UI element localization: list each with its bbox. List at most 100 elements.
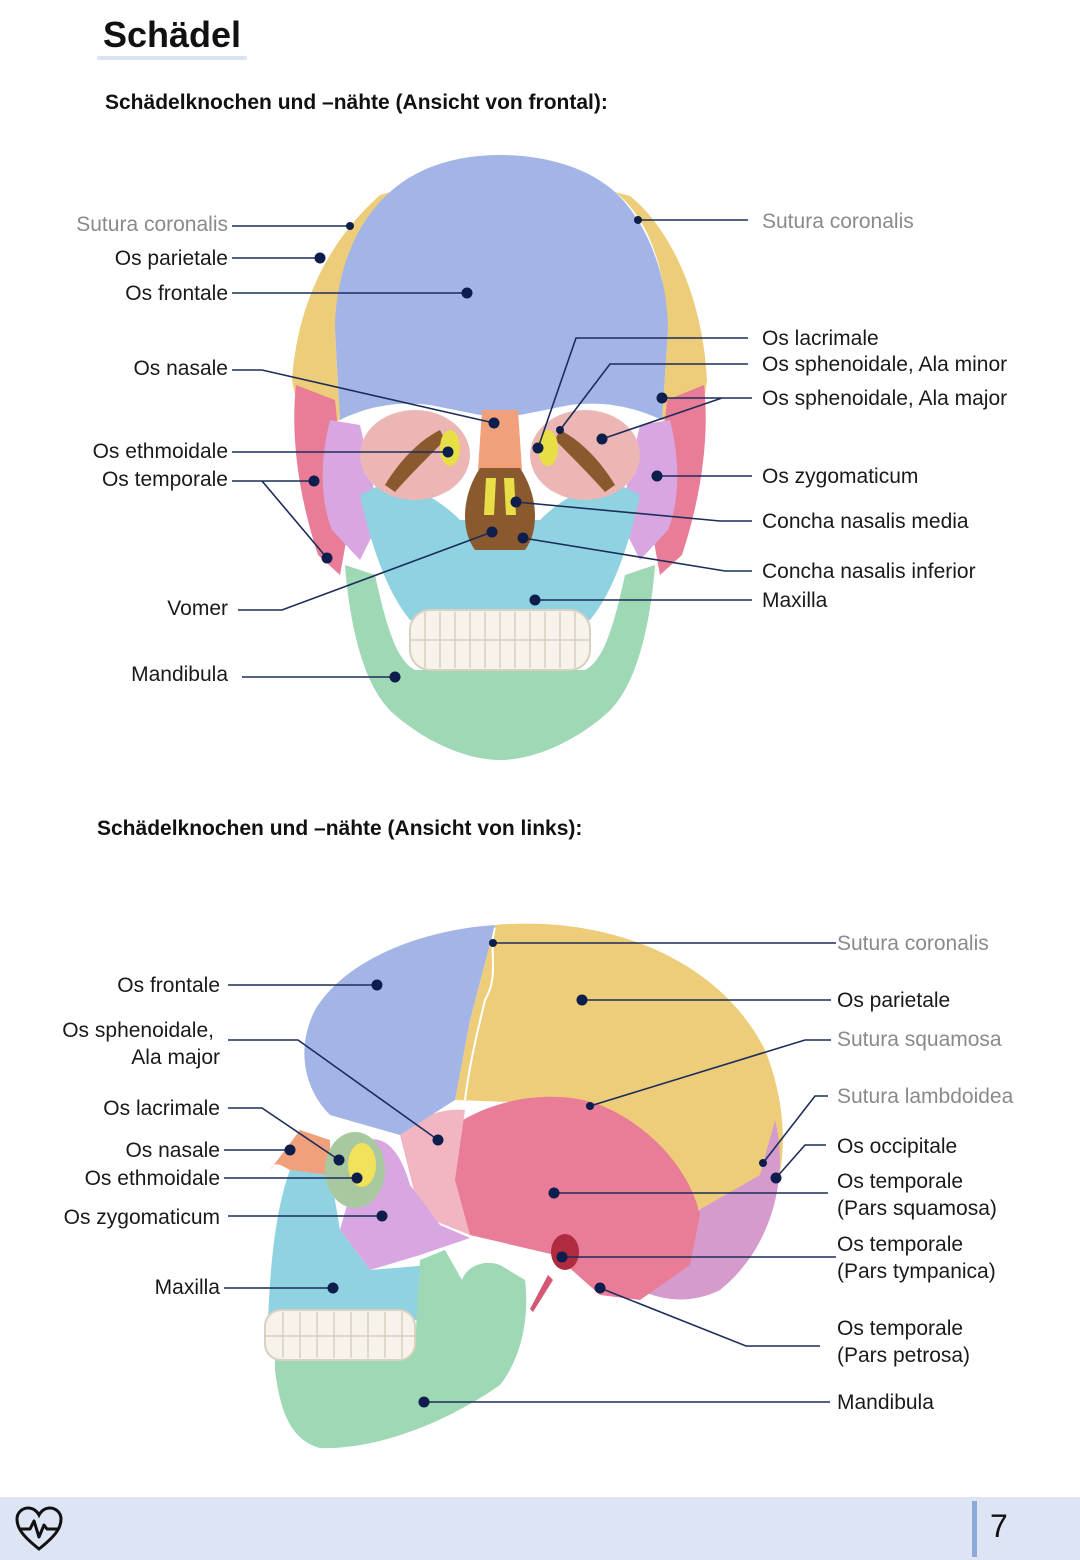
frontal-dot-os-parietale	[314, 252, 326, 264]
frontal-label-concha-inferior: Concha nasalis inferior	[762, 560, 976, 583]
frontal-label-os-zygomaticum: Os zygomaticum	[762, 465, 918, 488]
lateral-dot-pars-tympanica	[556, 1251, 568, 1263]
lateral-dot-sutura-coronalis	[489, 939, 497, 947]
frontal-dot-concha-media	[510, 496, 522, 508]
lateral-labels: Os frontale Os sphenoidale, Ala major Os…	[62, 932, 1013, 1414]
lateral-label-pars-petrosa: (Pars petrosa)	[837, 1344, 970, 1367]
frontal-label-os-parietale: Os parietale	[115, 247, 228, 270]
title-underline	[97, 56, 247, 60]
frontal-label-concha-media: Concha nasalis media	[762, 510, 969, 533]
frontal-dot-concha-inferior	[517, 532, 529, 544]
frontal-label-os-ethmoidale: Os ethmoidale	[93, 440, 228, 463]
lateral-label-os-nasale: Os nasale	[125, 1139, 220, 1162]
lateral-label-os-occipitale: Os occipitale	[837, 1135, 957, 1158]
frontal-dot-os-lacrimale	[532, 442, 544, 454]
lateral-dot-os-occipitale	[770, 1172, 782, 1184]
heart-pulse-icon	[15, 1506, 63, 1551]
lateral-view-heading: Schädelknochen und –nähte (Ansicht von l…	[97, 817, 583, 840]
lateral-dot-os-parietale	[576, 994, 588, 1006]
lateral-leader-lines	[224, 942, 836, 1403]
lateral-dot-sutura-lambdoidea	[759, 1159, 767, 1167]
frontal-sphenoid-fissure-left	[385, 430, 445, 492]
lateral-label-pars-squamosa: (Pars squamosa)	[837, 1197, 997, 1220]
frontal-lacrimal-right	[538, 430, 558, 466]
lateral-leader-dots	[284, 939, 782, 1408]
lateral-maxilla	[268, 1170, 430, 1320]
frontal-line-vomer	[238, 531, 493, 611]
lateral-label-maxilla: Maxilla	[155, 1276, 221, 1299]
frontal-label-sutura-coronalis-left: Sutura coronalis	[76, 213, 228, 236]
frontal-dot-sutura-coronalis-right	[634, 216, 642, 224]
lateral-label-os-sphenoidale: Os sphenoidale,	[62, 1019, 214, 1042]
frontal-dot-os-ethmoidale	[442, 446, 454, 458]
frontal-dot-os-zygomaticum	[651, 470, 663, 482]
lateral-label-pars-tympanica: (Pars tympanica)	[837, 1260, 996, 1283]
lateral-frontal-bone	[304, 925, 495, 1135]
frontal-label-maxilla: Maxilla	[762, 589, 828, 612]
frontal-label-sutura-coronalis-right: Sutura coronalis	[762, 210, 914, 233]
page-footer	[0, 1497, 1080, 1560]
lateral-teeth	[264, 1309, 416, 1361]
lateral-label-sutura-lambdoidea: Sutura lambdoidea	[837, 1085, 1014, 1108]
lateral-temporal-bone	[445, 1096, 700, 1300]
page-title: Schädel	[103, 14, 242, 55]
lateral-label-os-zygomaticum: Os zygomaticum	[64, 1206, 220, 1229]
lateral-line-os-occipitale	[775, 1144, 826, 1179]
frontal-skull-illustration	[292, 155, 707, 760]
frontal-line-concha-inferior	[522, 537, 752, 572]
frontal-label-ala-major: Os sphenoidale, Ala major	[762, 387, 1007, 410]
lateral-parietal-bone	[455, 923, 783, 1210]
frontal-label-os-nasale: Os nasale	[133, 357, 228, 380]
frontal-sphenoid-fissure-right	[555, 430, 615, 492]
frontal-label-os-lacrimale: Os lacrimale	[762, 327, 879, 350]
lateral-label-mandibula: Mandibula	[837, 1391, 934, 1414]
frontal-dot-ala-major	[656, 392, 668, 404]
frontal-dot-os-frontale	[461, 287, 473, 299]
frontal-zygomatic-bone	[322, 420, 678, 560]
frontal-dot-maxilla	[529, 594, 541, 606]
lateral-dot-os-zygomaticum	[376, 1210, 388, 1222]
frontal-dot-vomer	[486, 526, 498, 538]
frontal-dot-os-temporale-2	[321, 552, 333, 564]
lateral-line-sutura-squamosa	[589, 1039, 831, 1107]
lateral-dot-pars-petrosa	[594, 1282, 606, 1294]
frontal-leader-lines	[232, 219, 752, 678]
lateral-dot-mandibula	[418, 1396, 430, 1408]
frontal-dot-ala-major-2	[596, 433, 608, 445]
frontal-labels: Sutura coronalis Os parietale Os frontal…	[76, 210, 1007, 686]
lateral-line-pars-petrosa	[599, 1287, 820, 1347]
frontal-label-ala-minor: Os sphenoidale, Ala minor	[762, 353, 1007, 376]
lateral-line-sutura-lambdoidea	[762, 1095, 828, 1164]
lateral-dot-os-nasale	[284, 1144, 296, 1156]
lateral-label-os-temporale-petrosa: Os temporale	[837, 1317, 963, 1340]
lateral-label-os-ethmoidale: Os ethmoidale	[85, 1167, 220, 1190]
lateral-line-ala-major	[228, 1039, 439, 1141]
frontal-frontal-bone	[335, 155, 668, 420]
lateral-coronal-suture	[464, 927, 496, 1101]
lateral-label-os-frontale: Os frontale	[117, 974, 220, 997]
frontal-line-os-nasale	[232, 369, 495, 424]
frontal-dot-sutura-coronalis-left	[346, 222, 354, 230]
frontal-nasal-aperture	[464, 468, 536, 550]
lateral-dot-os-lacrimale	[333, 1154, 345, 1166]
frontal-dot-os-temporale	[308, 475, 320, 487]
frontal-dot-ala-minor	[556, 426, 564, 434]
frontal-line-ala-minor	[559, 363, 748, 431]
lateral-skull-illustration	[264, 923, 783, 1449]
frontal-line-ala-major	[601, 397, 752, 440]
lateral-label-sutura-coronalis: Sutura coronalis	[837, 932, 989, 955]
frontal-teeth-gaps	[410, 612, 590, 668]
frontal-leader-dots	[308, 216, 668, 683]
frontal-mandible	[345, 565, 655, 760]
lateral-dot-pars-squamosa	[548, 1187, 560, 1199]
frontal-line-os-lacrimale	[537, 337, 748, 449]
lateral-dot-os-ethmoidale	[351, 1172, 363, 1184]
frontal-conchae	[484, 478, 516, 515]
lateral-teeth-gaps	[265, 1312, 415, 1358]
frontal-nasal-bone	[478, 410, 522, 470]
footer-divider	[972, 1501, 977, 1557]
lateral-dot-os-frontale	[371, 979, 383, 991]
lateral-dot-maxilla	[327, 1282, 339, 1294]
lateral-label-os-temporale-squamosa: Os temporale	[837, 1170, 963, 1193]
frontal-label-mandibula: Mandibula	[131, 663, 228, 686]
